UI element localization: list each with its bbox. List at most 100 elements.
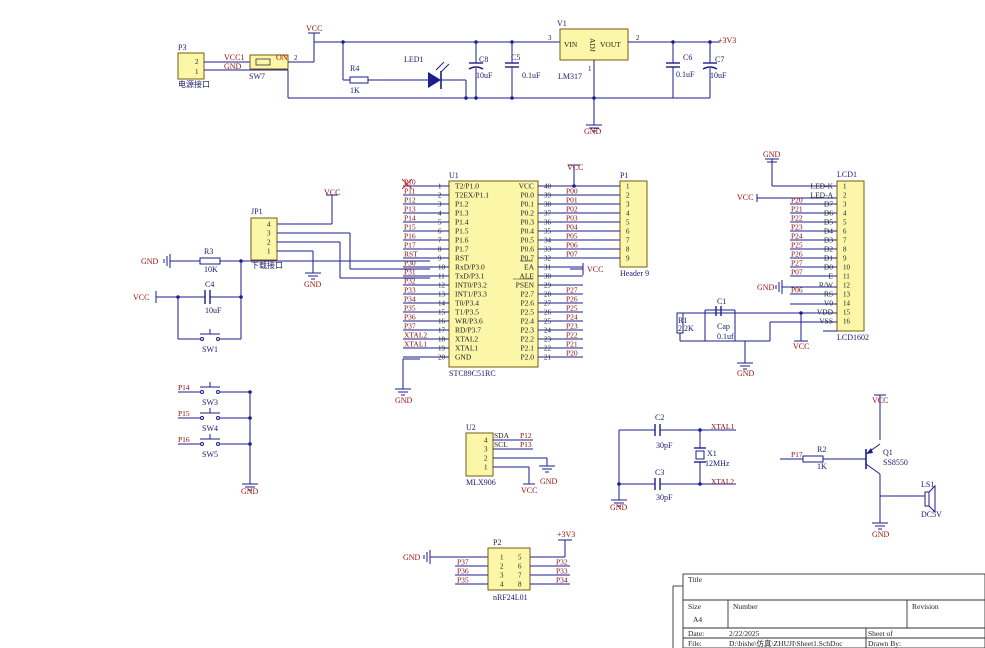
mcu-net-label: P30 bbox=[404, 259, 416, 268]
mcu-net-label: P07 bbox=[566, 250, 578, 259]
key-net-label: P16 bbox=[178, 435, 190, 444]
mcu-pin-number: 24 bbox=[544, 327, 552, 335]
header9-pin: 1 bbox=[626, 183, 630, 191]
lcd-pin-name: D5 bbox=[824, 218, 833, 227]
key-ref: SW4 bbox=[202, 424, 218, 433]
mcu-pin-number: 39 bbox=[544, 192, 552, 200]
sw7-ref: SW7 bbox=[249, 72, 265, 81]
mcu-pin-name: P2.7 bbox=[520, 290, 534, 299]
mcu-pin-number: 40 bbox=[544, 183, 552, 191]
tb-revision: Revision bbox=[912, 602, 939, 611]
c4-value: 10uF bbox=[205, 306, 222, 315]
crystal-section: C2 30pF XTAL1 C3 30pF XTAL2 GND X1 12MHz bbox=[610, 413, 736, 512]
lcd-net-label: P21 bbox=[791, 205, 803, 214]
u2-gnd-label: GND bbox=[540, 477, 558, 486]
p2-ref: P2 bbox=[493, 538, 501, 547]
lcd-pin-number: 3 bbox=[843, 201, 847, 209]
mcu-pin-number: 7 bbox=[438, 237, 442, 245]
crystal-gnd-label: GND bbox=[610, 503, 628, 512]
lcd-pin-number: 8 bbox=[843, 246, 847, 254]
mcu-pin-number: 29 bbox=[544, 282, 552, 290]
header9-pin: 6 bbox=[626, 228, 630, 236]
c7-ref: C7 bbox=[715, 55, 724, 64]
mcu-pin-number: 11 bbox=[438, 273, 445, 281]
mcu-pin-number: 10 bbox=[438, 264, 446, 272]
mcu-net-label: P36 bbox=[404, 313, 416, 322]
jp1-pin: 2 bbox=[267, 239, 271, 247]
tb-drawn: Drawn By: bbox=[868, 639, 901, 648]
v1-pin-adj: 1 bbox=[588, 65, 592, 73]
mcu-pin-number: 19 bbox=[438, 345, 446, 353]
ls1-value: DC5V bbox=[921, 510, 942, 519]
r4-ref: R4 bbox=[350, 64, 359, 73]
u2-part: MLX906 bbox=[466, 478, 496, 487]
header9-pin: 8 bbox=[626, 246, 630, 254]
mcu-net-label: P00 bbox=[566, 187, 578, 196]
lcd-pin-name: LED-K bbox=[811, 182, 834, 191]
lcd-pin-number: 6 bbox=[843, 228, 847, 236]
lcd-pin-number: 15 bbox=[843, 309, 851, 317]
r2-value: 1K bbox=[817, 462, 827, 471]
v1-pin-in: 3 bbox=[548, 34, 552, 42]
title-block: Title Size A4 Number Revision Date: 2/22… bbox=[672, 573, 985, 648]
u2-net-p12: P12 bbox=[520, 431, 532, 440]
lcd-pin-number: 16 bbox=[843, 318, 851, 326]
tb-title: Title bbox=[688, 575, 703, 584]
jp1-connector bbox=[250, 217, 278, 261]
jp1-pin: 4 bbox=[267, 221, 271, 229]
mcu-pin-number: 21 bbox=[544, 354, 552, 362]
lcd-pin-name: D2 bbox=[824, 245, 833, 254]
mcu-pin-name: P0.0 bbox=[520, 191, 534, 200]
mcu-pin-name: INT0/P3.2 bbox=[455, 281, 487, 290]
mcu-pin-number: 25 bbox=[544, 318, 552, 326]
mcu-pin-number: 12 bbox=[438, 282, 446, 290]
mcu-net-label: P32 bbox=[404, 277, 416, 286]
v1-vout: VOUT bbox=[600, 40, 621, 49]
mcu-pin-name: PSEN bbox=[516, 281, 535, 290]
mcu-net-label: P11 bbox=[404, 187, 416, 196]
mcu-pin-name: P0.4 bbox=[520, 227, 534, 236]
mcu-pin-number: 27 bbox=[544, 300, 552, 308]
mcu-net-label: P35 bbox=[404, 304, 416, 313]
mcu-net-label: P02 bbox=[566, 205, 578, 214]
nrf-pin-left: 2 bbox=[500, 563, 504, 571]
mcu-pin-name: INT1/P3.3 bbox=[455, 290, 487, 299]
lcd-pin-number: 1 bbox=[843, 183, 847, 191]
mcu-net-label: P34 bbox=[404, 295, 416, 304]
mcu-pin-name: TxD/P3.1 bbox=[455, 272, 485, 281]
lcd-pin-name: R/W bbox=[819, 281, 834, 290]
lcd-pin-number: 14 bbox=[843, 300, 851, 308]
mcu-pin-number: 16 bbox=[438, 318, 446, 326]
mcu-net-label: XTAL2 bbox=[404, 331, 427, 340]
mcu-pin-number: 38 bbox=[544, 201, 552, 209]
c8-value: 10uF bbox=[476, 71, 493, 80]
nrf-pin-left: 4 bbox=[500, 581, 504, 589]
u2-ref: U2 bbox=[466, 423, 476, 432]
c2-value: 30pF bbox=[656, 441, 673, 450]
mcu-net-label: P22 bbox=[566, 331, 578, 340]
mcu-pin-name: RxD/P3.0 bbox=[455, 263, 485, 272]
nrf-part: nRF24L01 bbox=[493, 593, 528, 602]
mcu-pin-name: P0.1 bbox=[520, 200, 534, 209]
header9-pin: 4 bbox=[626, 210, 630, 218]
lcd-pin-name: VDD bbox=[817, 308, 834, 317]
c5-value: 0.1uF bbox=[522, 71, 541, 80]
lcd-pin-name: D4 bbox=[824, 227, 833, 236]
mcu-pin-name: P2.0 bbox=[520, 353, 534, 362]
key-ref: SW3 bbox=[202, 398, 218, 407]
mcu-net-label: P05 bbox=[566, 232, 578, 241]
r1-ref: R1 bbox=[678, 316, 687, 325]
vcc-label: VCC bbox=[306, 24, 322, 33]
r3-value: 10K bbox=[204, 265, 218, 274]
mcu-pin-name: GND bbox=[455, 353, 472, 362]
mcu-net-label: P20 bbox=[566, 349, 578, 358]
mcu-pin-number: 34 bbox=[544, 237, 552, 245]
v1-adj: ADJ bbox=[588, 38, 597, 52]
u2-pin: 3 bbox=[484, 446, 488, 454]
mcu-net-label: P13 bbox=[404, 205, 416, 214]
mcu-pin-number: 1 bbox=[438, 183, 442, 191]
gnd-net: GND bbox=[224, 62, 242, 71]
jp1-pin: 1 bbox=[267, 248, 271, 256]
nrf-net-right: P34 bbox=[556, 576, 568, 585]
